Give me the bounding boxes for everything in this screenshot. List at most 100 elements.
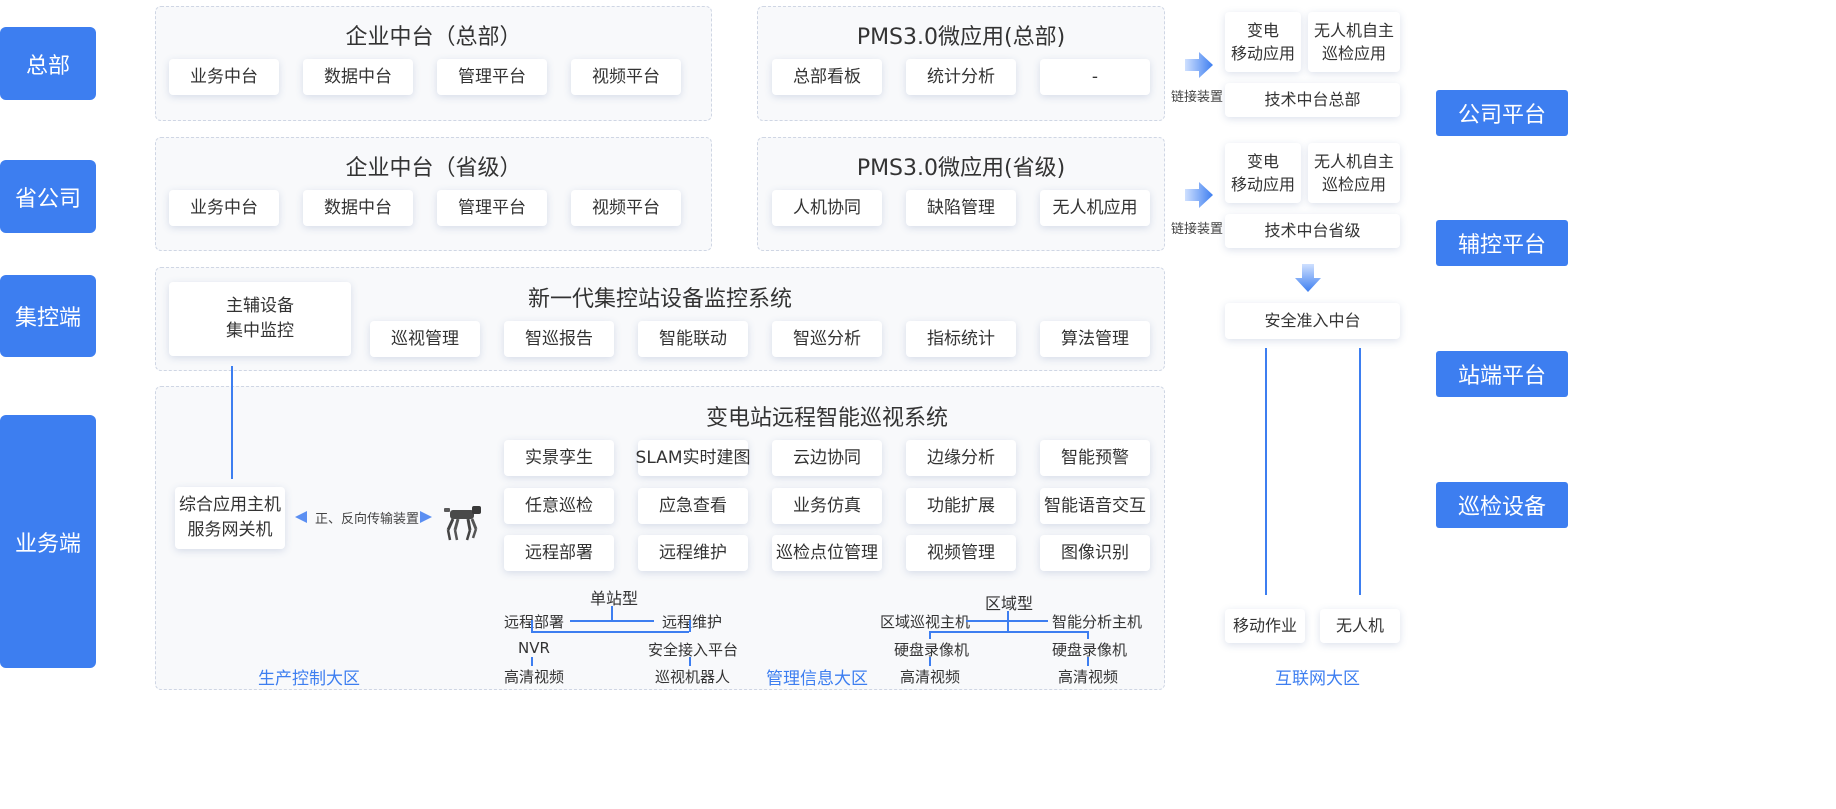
monitor-host-connector xyxy=(231,366,233,479)
drone-box[interactable]: 无人机 xyxy=(1320,609,1400,643)
right-label-aux-platform: 辅控平台 xyxy=(1436,220,1568,266)
mobile-work-box[interactable]: 移动作业 xyxy=(1225,609,1305,643)
zone-internet: 互联网大区 xyxy=(1275,669,1360,689)
prov-enterprise-item[interactable]: 数据中台 xyxy=(303,190,413,226)
left-label-central-control: 集控端 xyxy=(0,275,96,357)
hq-pms-item[interactable]: 统计分析 xyxy=(906,59,1016,95)
hq-pms-title: PMS3.0微应用(总部) xyxy=(856,25,1066,50)
business-function-item[interactable]: 巡检点位管理 xyxy=(772,535,882,571)
business-function-item[interactable]: 任意巡检 xyxy=(504,488,614,524)
single-station-connector xyxy=(570,620,654,622)
hq-tech-platform[interactable]: 技术中台总部 xyxy=(1225,83,1400,117)
business-function-item[interactable]: 边缘分析 xyxy=(906,440,1016,476)
hq-enterprise-item[interactable]: 视频平台 xyxy=(571,59,681,95)
single-station-connector xyxy=(531,631,689,633)
single-station-title: 单站型 xyxy=(590,589,639,608)
single-station-left-mid: NVR xyxy=(518,639,550,657)
business-title: 变电站远程智能巡视系统 xyxy=(705,406,948,431)
prov-pms-item[interactable]: 无人机应用 xyxy=(1040,190,1150,226)
single-station-connector xyxy=(531,657,533,666)
regional-connector xyxy=(966,620,1048,622)
hq-pms-item[interactable]: 总部看板 xyxy=(772,59,882,95)
business-function-item[interactable]: 实景孪生 xyxy=(504,440,614,476)
business-function-item[interactable]: 功能扩展 xyxy=(906,488,1016,524)
central-title: 新一代集控站设备监控系统 xyxy=(527,287,792,312)
left-label-hq: 总部 xyxy=(0,27,96,100)
business-function-item[interactable]: SLAM实时建图 xyxy=(636,440,750,476)
business-function-item[interactable]: 云边协同 xyxy=(772,440,882,476)
prov-enterprise-item[interactable]: 视频平台 xyxy=(571,190,681,226)
central-main-monitor-box[interactable]: 主辅设备 集中监控 xyxy=(169,282,351,356)
security-access-platform[interactable]: 安全准入中台 xyxy=(1225,303,1400,339)
regional-connector xyxy=(929,657,931,666)
robot-dog-icon xyxy=(444,506,481,541)
left-label-province: 省公司 xyxy=(0,160,96,233)
central-item[interactable]: 智巡报告 xyxy=(504,321,614,357)
business-function-item[interactable]: 远程维护 xyxy=(638,535,748,571)
prov-pms-title: PMS3.0微应用(省级) xyxy=(856,156,1066,181)
central-item[interactable]: 智能联动 xyxy=(638,321,748,357)
single-station-right-top: 远程维护 xyxy=(662,613,723,631)
business-host-box[interactable]: 综合应用主机 服务网关机 xyxy=(175,487,285,549)
hq-drone-inspection-app[interactable]: 无人机自主 巡检应用 xyxy=(1308,12,1400,72)
single-station-right-mid: 安全接入平台 xyxy=(648,641,739,659)
arrow-right-icon xyxy=(1185,182,1213,208)
prov-tech-platform[interactable]: 技术中台省级 xyxy=(1225,214,1400,248)
prov-enterprise-item[interactable]: 业务中台 xyxy=(169,190,279,226)
single-station-connector xyxy=(689,620,691,632)
zone-production-control: 生产控制大区 xyxy=(258,669,360,689)
left-label-business: 业务端 xyxy=(0,415,96,668)
regional-left-bottom: 高清视频 xyxy=(900,668,961,686)
right-label-station-platform: 站端平台 xyxy=(1436,351,1568,397)
business-function-item[interactable]: 图像识别 xyxy=(1040,535,1150,571)
hq-enterprise-title: 企业中台（总部） xyxy=(345,25,522,50)
security-drone-connector xyxy=(1359,348,1361,595)
regional-left-top: 区域巡视主机 xyxy=(880,613,971,631)
prov-enterprise-title: 企业中台（省级） xyxy=(345,156,522,181)
hq-enterprise-item[interactable]: 数据中台 xyxy=(303,59,413,95)
business-function-item[interactable]: 业务仿真 xyxy=(772,488,882,524)
arrow-down-icon xyxy=(1295,264,1321,292)
single-station-left-top: 远程部署 xyxy=(504,613,565,631)
single-station-connector xyxy=(531,620,533,632)
single-station-connector xyxy=(611,606,613,620)
prov-link-label: 链接装置 xyxy=(1171,222,1224,237)
central-item[interactable]: 巡视管理 xyxy=(370,321,480,357)
business-function-item[interactable]: 智能预警 xyxy=(1040,440,1150,476)
hq-enterprise-item[interactable]: 业务中台 xyxy=(169,59,279,95)
regional-right-top: 智能分析主机 xyxy=(1052,613,1143,631)
central-item[interactable]: 算法管理 xyxy=(1040,321,1150,357)
arrow-left-icon xyxy=(295,511,307,523)
single-station-left-bottom: 高清视频 xyxy=(504,668,565,686)
prov-substation-mobile-app[interactable]: 变电 移动应用 xyxy=(1225,143,1301,203)
transfer-device-label: 正、反向传输装置 xyxy=(315,512,420,527)
regional-right-bottom: 高清视频 xyxy=(1058,668,1119,686)
hq-pms-item[interactable]: - xyxy=(1040,59,1150,95)
regional-connector xyxy=(929,631,931,639)
security-mobile-connector xyxy=(1265,348,1267,595)
prov-enterprise-item[interactable]: 管理平台 xyxy=(437,190,547,226)
hq-link-label: 链接装置 xyxy=(1171,90,1224,105)
business-function-item[interactable]: 远程部署 xyxy=(504,535,614,571)
right-label-company-platform: 公司平台 xyxy=(1436,90,1568,136)
regional-connector xyxy=(1087,657,1089,666)
business-function-item[interactable]: 视频管理 xyxy=(906,535,1016,571)
right-label-inspection-devices: 巡检设备 xyxy=(1436,482,1568,528)
regional-right-mid: 硬盘录像机 xyxy=(1052,641,1128,659)
prov-drone-inspection-app[interactable]: 无人机自主 巡检应用 xyxy=(1308,143,1400,203)
business-function-item[interactable]: 应急查看 xyxy=(638,488,748,524)
arrow-right-icon xyxy=(420,511,432,523)
central-item[interactable]: 指标统计 xyxy=(906,321,1016,357)
prov-pms-item[interactable]: 人机协同 xyxy=(772,190,882,226)
single-station-right-bottom: 巡视机器人 xyxy=(655,668,731,686)
regional-title: 区域型 xyxy=(985,594,1034,613)
regional-connector xyxy=(929,631,1087,633)
central-item[interactable]: 智巡分析 xyxy=(772,321,882,357)
regional-connector xyxy=(1087,631,1089,639)
business-function-item[interactable]: 智能语音交互 xyxy=(1040,488,1150,524)
hq-substation-mobile-app[interactable]: 变电 移动应用 xyxy=(1225,12,1301,72)
hq-enterprise-item[interactable]: 管理平台 xyxy=(437,59,547,95)
zone-management-info: 管理信息大区 xyxy=(766,669,868,689)
prov-pms-item[interactable]: 缺陷管理 xyxy=(906,190,1016,226)
regional-left-mid: 硬盘录像机 xyxy=(894,641,970,659)
